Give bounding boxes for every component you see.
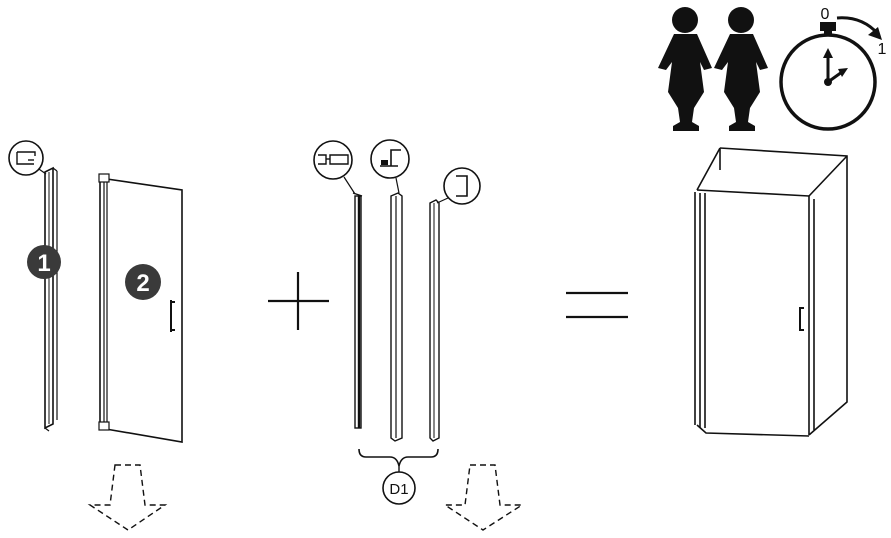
assembled-shower-enclosure [694,147,848,437]
two-persons-icon [658,7,768,131]
stopwatch-icon: 0 1 [779,6,887,131]
magnetic-seal-profile-icon [313,140,356,195]
plus-sign [268,272,329,330]
part1-badge: 1 [27,245,61,279]
person-figure [714,7,768,131]
equals-sign [566,291,628,319]
profiles-brace [358,448,439,472]
d1-label-text: D1 [389,481,408,498]
bottom-seal-profile [390,192,403,442]
part1-number: 1 [37,250,50,277]
discard-arrow-icon [87,464,168,531]
discard-arrow-icon [442,464,525,531]
part2-badge: 2 [125,264,161,300]
door-panel-part [98,173,183,443]
part2-number: 2 [136,270,149,297]
wall-profile-part [44,166,58,432]
bottom-seal-profile-icon [370,139,410,194]
end-profile [429,199,440,442]
timer-start-label: 0 [821,6,830,23]
wall-profile-icon [8,140,47,176]
end-profile-icon [436,167,481,205]
d1-label: D1 [382,471,416,505]
person-figure [658,7,712,131]
timer-end-label: 1 [878,41,887,58]
magnetic-profile [352,192,363,429]
